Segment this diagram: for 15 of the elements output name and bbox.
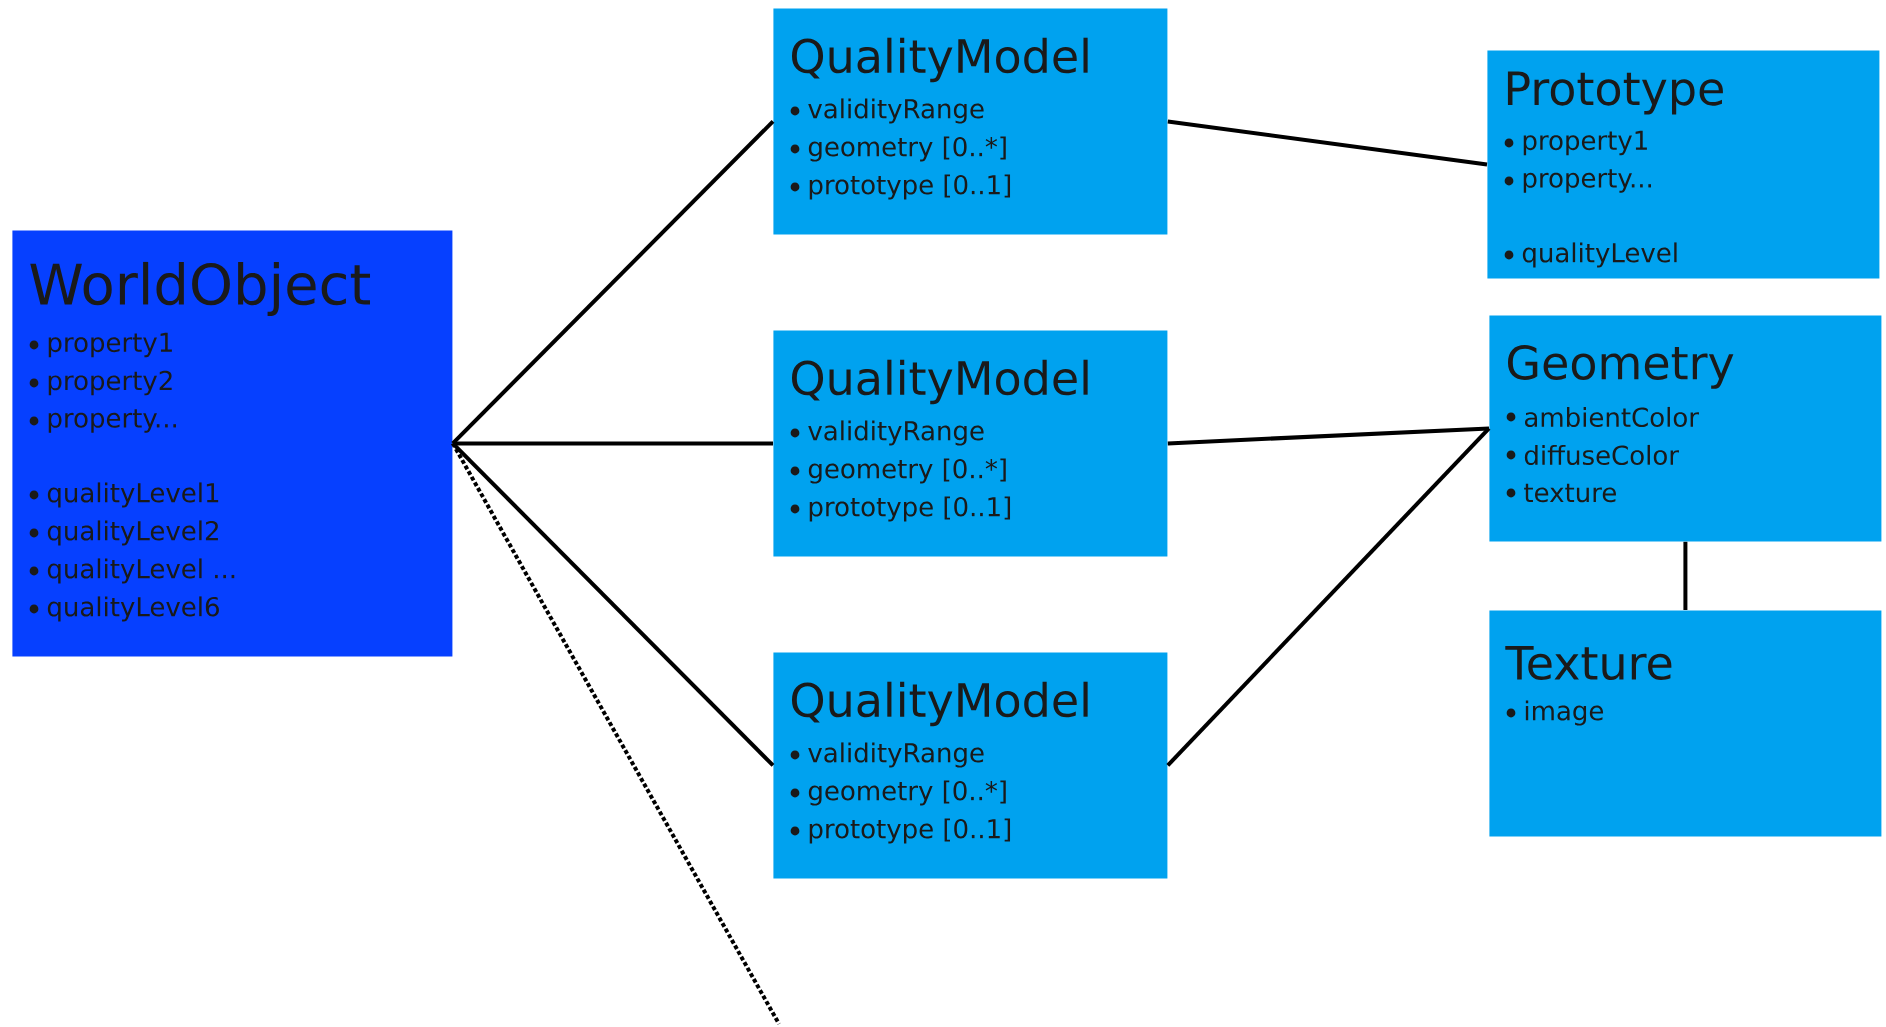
connector-line xyxy=(1167,426,1490,446)
class-box: Texture image xyxy=(1489,610,1882,837)
connector-line xyxy=(1166,427,1491,767)
connector-line xyxy=(451,442,781,1025)
class-box: Geometry ambientColor diffuseColor texture xyxy=(1489,315,1882,542)
connector-line xyxy=(452,441,773,446)
connector-line xyxy=(451,441,775,767)
class-box: QualityModel validityRange geometry [0..*] prototype [0..1] xyxy=(773,8,1168,235)
connector-line xyxy=(1683,541,1688,610)
class-box: QualityModel validityRange geometry [0..*] prototype [0..1] xyxy=(773,652,1168,879)
connector-line xyxy=(1167,119,1488,167)
class-box: Prototype property1 property... qualityLevel xyxy=(1487,50,1880,279)
connector-line xyxy=(451,120,775,445)
class-box: WorldObject property1 property2 property... qualityLevel1 qualityLevel2 qualityLevel ... qualityLevel6 xyxy=(12,230,453,657)
class-box: QualityModel validityRange geometry [0..*] prototype [0..1] xyxy=(773,330,1168,557)
